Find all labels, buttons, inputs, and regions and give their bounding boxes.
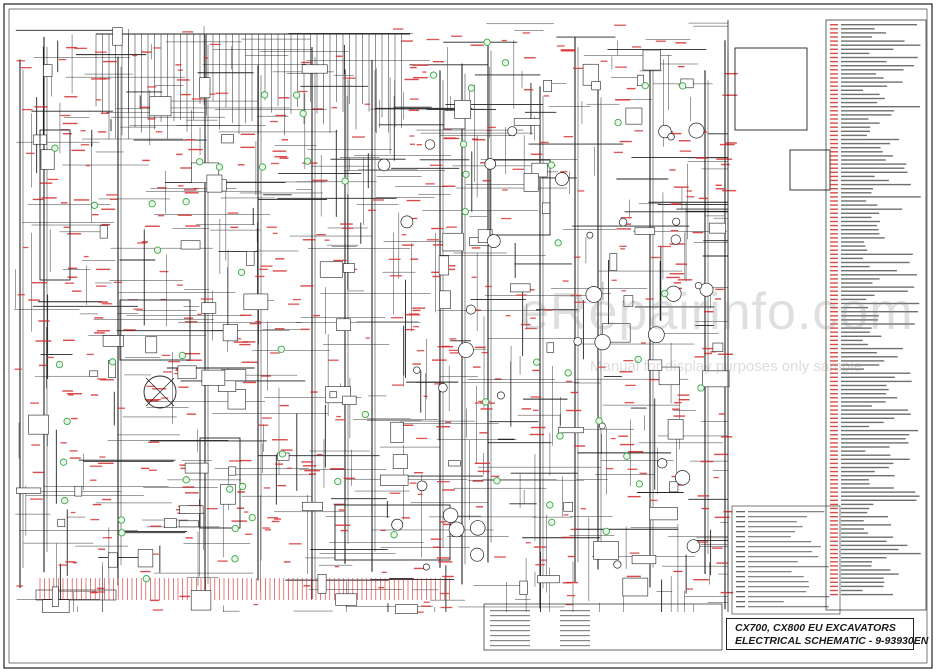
components: [16, 27, 831, 614]
title-line-1: CX700, CX800 EU EXCAVATORS: [735, 622, 896, 634]
watermark: eRepairinfo.com: [520, 283, 914, 341]
component-legend: [483, 19, 927, 651]
watermark-subtext: Manual for display purposes only sample: [590, 358, 862, 375]
connector-badges: [51, 38, 705, 583]
title-line-2: ELECTRICAL SCHEMATIC - 9-93930EN: [735, 635, 929, 647]
title-block: CX700, CX800 EU EXCAVATORS ELECTRICAL SC…: [726, 618, 928, 650]
